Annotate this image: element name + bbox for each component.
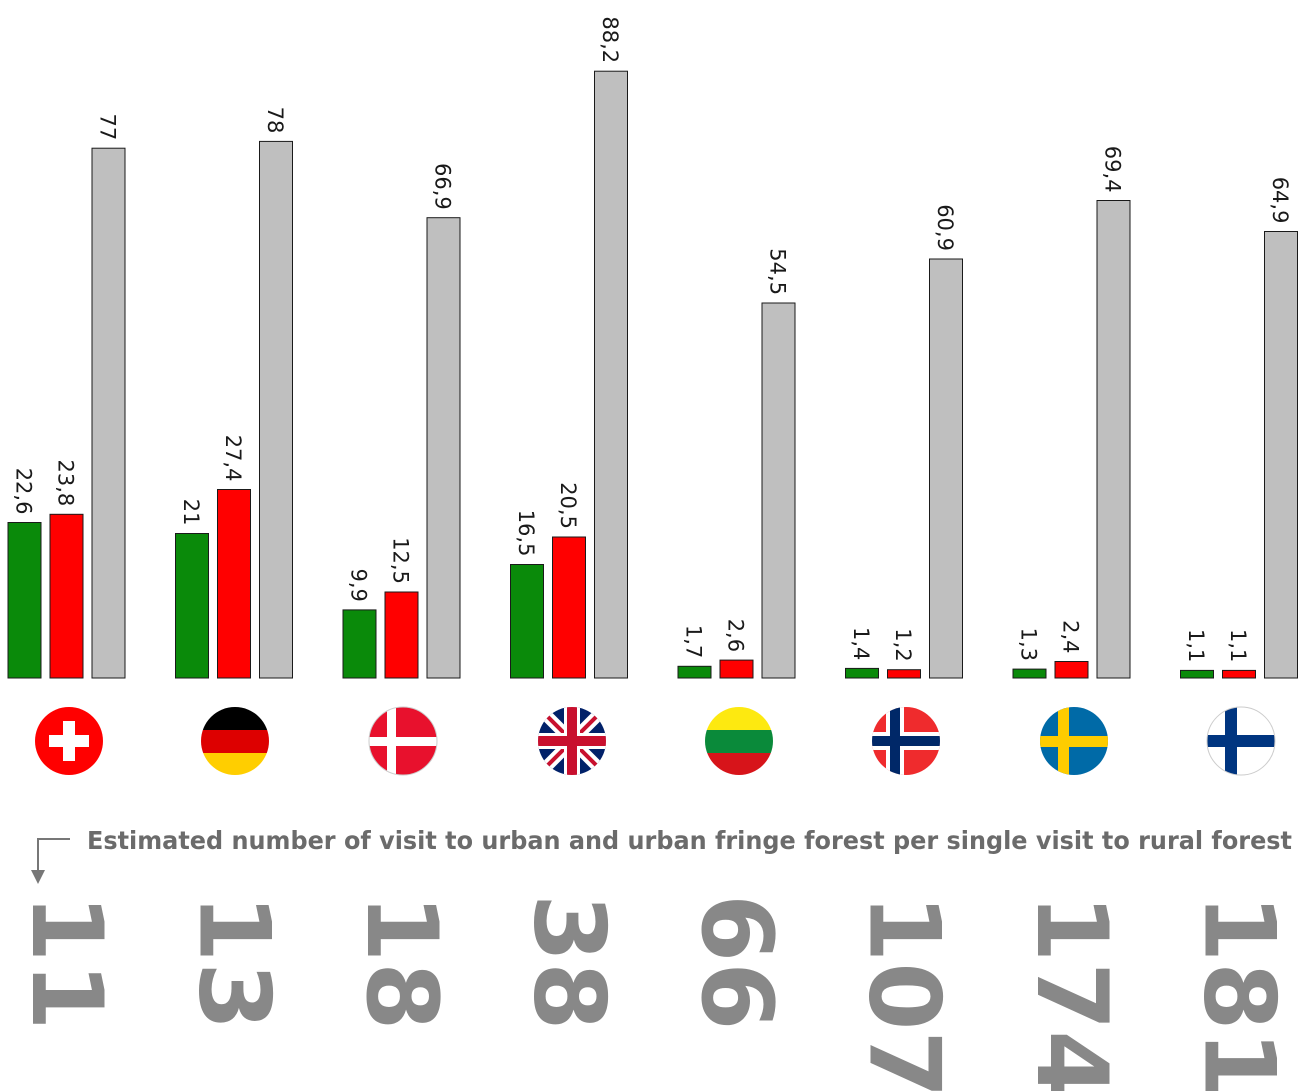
denmark-flag (368, 706, 438, 776)
value-label-denmark-3: 66,9 (431, 163, 455, 210)
germany-flag (201, 707, 269, 775)
annotation-text: Estimated number of visit to urban and u… (87, 826, 1292, 855)
value-label-united-kingdom-3: 88,2 (598, 16, 622, 63)
value-label-sweden-1: 1,3 (1017, 628, 1041, 661)
bar-united-kingdom-2 (552, 536, 586, 679)
bar-sweden-1 (1012, 668, 1047, 679)
bar-lithuania-1 (677, 665, 712, 679)
value-label-united-kingdom-1: 16,5 (514, 510, 538, 557)
bar-denmark-1 (342, 609, 377, 679)
annotation-arrow-icon (31, 838, 70, 884)
bar-germany-3 (259, 140, 293, 679)
bar-denmark-2 (384, 591, 419, 679)
value-label-lithuania-1: 1,7 (682, 625, 706, 658)
bar-germany-1 (175, 533, 209, 679)
value-label-denmark-2: 12,5 (389, 537, 413, 584)
finland-flag (1206, 706, 1276, 776)
value-label-switzerland-3: 77 (96, 114, 120, 141)
value-label-united-kingdom-2: 20,5 (556, 482, 580, 529)
value-label-switzerland-1: 22,6 (12, 468, 36, 515)
ratio-denmark: 18 (344, 894, 458, 1030)
bar-finland-3 (1264, 231, 1298, 679)
value-label-lithuania-2: 2,6 (724, 619, 748, 652)
bar-finland-1 (1180, 669, 1214, 679)
bar-switzerland-3 (91, 147, 126, 679)
bar-finland-2 (1222, 669, 1256, 679)
ratio-lithuania: 66 (679, 894, 793, 1030)
value-label-denmark-1: 9,9 (347, 569, 371, 602)
bar-norway-2 (887, 669, 921, 679)
ratio-sweden: 174 (1014, 894, 1128, 1091)
ratio-united-kingdom: 38 (512, 894, 626, 1030)
bar-united-kingdom-1 (510, 564, 544, 679)
bar-norway-1 (845, 667, 879, 679)
lithuania-flag (705, 707, 773, 775)
ratio-finland: 181 (1182, 894, 1296, 1091)
value-label-sweden-2: 2,4 (1059, 620, 1083, 653)
bar-lithuania-2 (719, 659, 754, 679)
bars-layer: 22,6 23,8 77 21 27,4 78 9,9 12,5 66,9 16,5 20,5 88,… (7, 16, 1298, 679)
norway-flag (872, 707, 940, 775)
ratio-germany: 13 (177, 894, 291, 1030)
value-label-finland-1: 1,1 (1184, 629, 1208, 662)
bar-sweden-2 (1054, 661, 1089, 679)
bar-germany-2 (217, 489, 251, 679)
ratios-layer: 11 13 18 38 66 107 174 181 (9, 894, 1296, 1091)
bar-lithuania-3 (761, 302, 796, 679)
value-label-finland-2: 1,1 (1226, 629, 1250, 662)
value-label-norway-3: 60,9 (933, 204, 957, 251)
bar-switzerland-1 (7, 522, 42, 679)
switzerland-flag (35, 707, 103, 775)
bar-norway-3 (929, 258, 963, 679)
value-label-lithuania-3: 54,5 (766, 248, 790, 295)
value-label-norway-2: 1,2 (891, 628, 915, 661)
value-label-germany-3: 78 (263, 107, 287, 134)
value-label-switzerland-2: 23,8 (54, 460, 78, 507)
value-label-norway-1: 1,4 (849, 627, 873, 660)
value-label-germany-2: 27,4 (221, 435, 245, 482)
value-label-germany-1: 21 (179, 499, 203, 526)
value-label-finland-3: 64,9 (1268, 177, 1292, 224)
uk-flag (538, 707, 606, 775)
ratio-norway: 107 (847, 894, 961, 1091)
bar-sweden-3 (1096, 200, 1131, 679)
bar-united-kingdom-3 (594, 70, 628, 679)
bar-switzerland-2 (49, 513, 84, 679)
ratio-switzerland: 11 (9, 894, 123, 1030)
bar-denmark-3 (426, 217, 461, 679)
value-label-sweden-3: 69,4 (1101, 146, 1125, 193)
sweden-flag (1040, 707, 1108, 775)
